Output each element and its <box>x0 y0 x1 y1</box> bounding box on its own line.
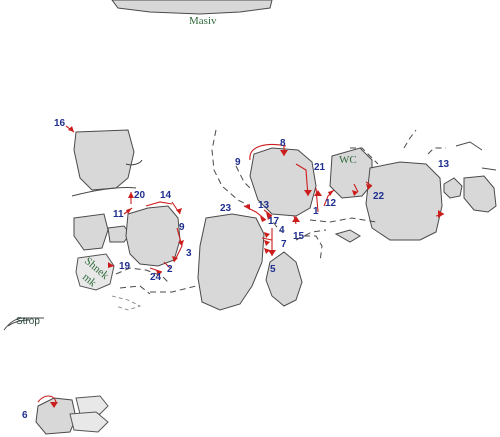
problem-25[interactable]: 24 <box>150 272 162 283</box>
problem-24[interactable]: 23 <box>220 203 232 214</box>
boulder-8[interactable] <box>249 147 317 217</box>
boulder-23[interactable] <box>365 161 443 241</box>
problem-4[interactable]: 4 <box>279 225 285 236</box>
problem-18[interactable]: 16 <box>54 118 66 129</box>
problem-13[interactable]: 13 <box>438 159 450 170</box>
boulder-lens <box>334 229 361 243</box>
problem-16[interactable]: 14 <box>160 190 172 201</box>
strop-label: Strop <box>16 316 40 327</box>
boulder-right[interactable] <box>463 175 497 213</box>
masiv-label: Masiv <box>189 15 217 27</box>
problem-17[interactable]: 15 <box>293 231 305 242</box>
problem-14[interactable]: 11 <box>113 209 124 220</box>
problem-9[interactable]: 9 <box>235 157 241 168</box>
problem-11[interactable]: 9 <box>179 222 185 233</box>
problem-15[interactable]: 13 <box>258 200 270 211</box>
wc-boulder[interactable] <box>329 147 373 199</box>
problem-1[interactable]: 1 <box>313 206 319 217</box>
boulder-5[interactable] <box>265 251 303 307</box>
boulder-center[interactable] <box>197 213 265 311</box>
problem-12[interactable]: 12 <box>325 198 337 209</box>
problem-21[interactable]: 20 <box>134 190 146 201</box>
route-arrows <box>50 126 444 408</box>
problem-5[interactable]: 5 <box>270 264 276 275</box>
problem-7[interactable]: 7 <box>281 239 287 250</box>
wc-label: WC <box>339 154 357 166</box>
boulder-6-b[interactable] <box>75 395 109 415</box>
problem-20[interactable]: 19 <box>119 261 131 272</box>
shnek-boulder[interactable] <box>75 253 115 291</box>
masiv-area: Masiv <box>111 0 273 27</box>
problem-23[interactable]: 22 <box>373 191 385 202</box>
boulder-13[interactable] <box>443 177 463 199</box>
boulder-18[interactable] <box>73 129 135 191</box>
boulder-16[interactable] <box>125 205 181 267</box>
boulder-6-c[interactable] <box>69 411 109 433</box>
problem-3[interactable]: 3 <box>186 248 192 259</box>
problem-22[interactable]: 21 <box>314 162 326 173</box>
boulder-14-side[interactable] <box>73 213 109 251</box>
strop-outline <box>3 317 44 331</box>
problem-19[interactable]: 17 <box>268 216 280 227</box>
problem-8[interactable]: 8 <box>280 138 286 149</box>
problem-6[interactable]: 6 <box>22 410 28 421</box>
problem-2[interactable]: 2 <box>167 264 173 275</box>
